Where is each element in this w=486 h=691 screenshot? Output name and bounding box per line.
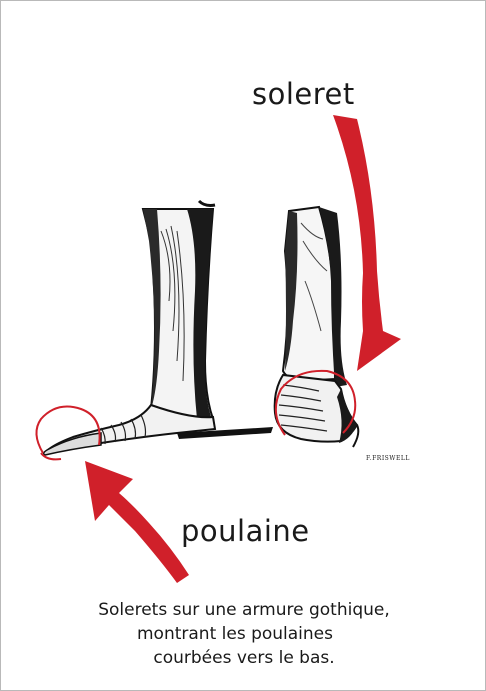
caption-line-1: Solerets sur une armure gothique, [41, 598, 447, 622]
left-leg [44, 201, 273, 455]
artist-signature: F.FRISWELL [366, 455, 410, 462]
right-leg [275, 207, 359, 447]
poulaine-arrow [85, 461, 189, 583]
soleret-label: soleret [252, 77, 355, 111]
soleret-arrow [333, 115, 401, 371]
poulaine-label: poulaine [181, 514, 310, 548]
caption-line-3: courbées vers le bas. [41, 646, 447, 670]
caption-line-2: montrant les poulaines [23, 622, 447, 646]
figure-caption: Solerets sur une armure gothique, montra… [41, 598, 447, 670]
